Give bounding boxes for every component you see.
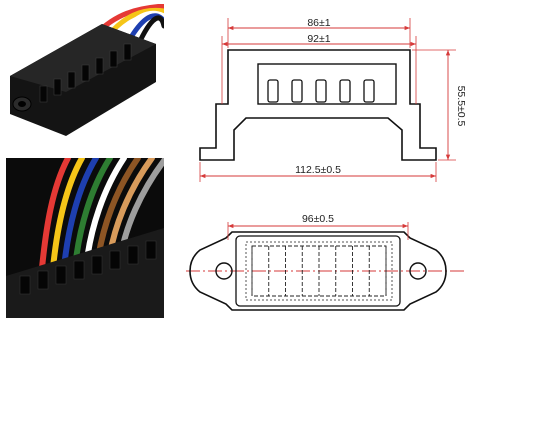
dim-inner-top: 92±1 [307,33,330,45]
fuse-slot [81,64,90,82]
fuse-slot [109,250,121,270]
fuse-slot [37,270,49,290]
terminal [315,79,327,103]
top-view-body [235,235,401,307]
fuse-slot [53,78,62,96]
dim-base-width: 112.5±0.5 [295,164,341,176]
fuse-slot [19,275,31,295]
dim-outer-top: 86±1 [307,17,330,29]
terminal-block-outline [257,63,397,105]
fuse-block-top-face [10,24,156,92]
fuse-slot-area [245,241,393,301]
fuse-slot [109,50,118,68]
wire [61,158,99,271]
fuse-slot [127,245,139,265]
fuse-slot [91,255,103,275]
fuse-block-closeup-wires-photo [6,158,164,318]
terminal [339,79,351,103]
fuse-slot [95,57,104,75]
wire [39,158,71,271]
fuse-slot [67,71,76,89]
fuse-slot-grid [251,245,387,297]
mounting-hole-left-icon [215,262,233,280]
fuse-slot [39,85,48,103]
terminal-row [267,79,375,103]
fuse-slot [123,43,132,61]
terminal [267,79,279,103]
fuse-slot-row [39,43,132,103]
terminal [363,79,375,103]
mounting-hole-right-icon [409,262,427,280]
fuse-block-photo-bottom [6,158,164,318]
side-view: 86±1 92±1 112.5±0.5 55.5±0.5 [199,17,467,182]
fuse-slot [73,260,85,280]
terminal [291,79,303,103]
top-view: 96±0.5 [186,213,466,311]
fuse-block-housing [6,228,164,318]
side-view-outline [199,49,437,161]
top-view-outline [189,231,447,311]
wire [50,158,85,271]
fuse-slot [55,265,67,285]
fuse-slot-row [19,240,157,295]
fuse-block-with-wires-photo [10,4,164,136]
dim-height: 55.5±0.5 [455,86,467,127]
dim-top-width: 96±0.5 [302,213,334,225]
fuse-slot [145,240,157,260]
fuse-block-photo-top [6,4,164,146]
